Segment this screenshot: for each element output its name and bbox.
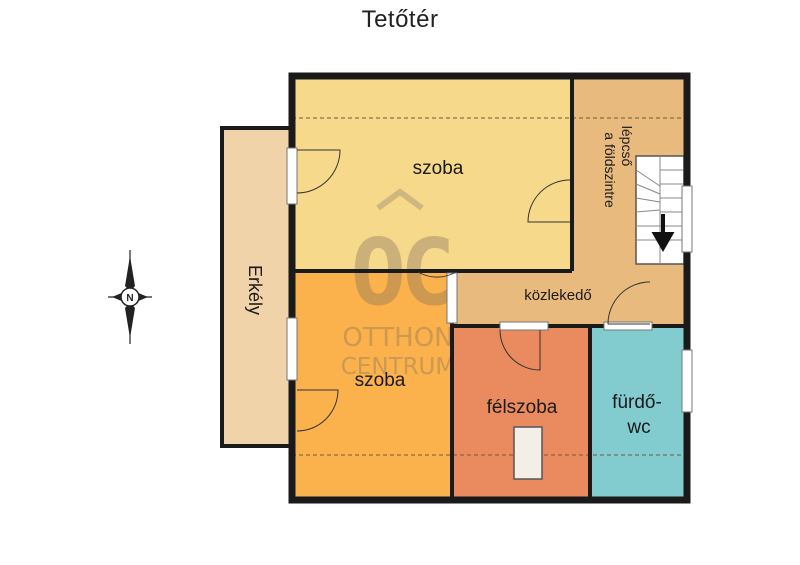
label-furdo-2: wc xyxy=(626,417,650,438)
label-stairs-1: lépcső xyxy=(619,126,635,167)
room-furdo xyxy=(590,326,687,499)
staircase xyxy=(635,155,685,265)
skylight xyxy=(513,426,543,480)
label-szoba-top: szoba xyxy=(413,158,464,179)
label-stairs-2: a földszintre xyxy=(602,132,618,208)
label-corridor: közlekedő xyxy=(524,287,592,304)
outer-walls xyxy=(288,72,691,504)
down-arrow-icon xyxy=(651,214,675,253)
label-furdo-1: fürdő- xyxy=(612,392,662,413)
watermark-line2: CENTRUM xyxy=(341,354,456,380)
room-szoba-bottom xyxy=(292,271,452,499)
room-corridor-lower xyxy=(452,271,572,326)
plan-title: Tetőtér xyxy=(361,6,439,33)
balcony xyxy=(220,126,294,448)
label-szoba-bottom: szoba xyxy=(355,370,406,391)
door-swings xyxy=(296,149,651,432)
watermark-logo: OC OTTHON CENTRUM xyxy=(341,188,456,380)
compass-icon xyxy=(120,287,140,307)
label-erkely: Erkély xyxy=(245,265,265,315)
compass-north-label: N xyxy=(126,293,133,304)
watermark-line1: OTTHON xyxy=(342,323,453,353)
room-szoba-top xyxy=(292,78,572,271)
windows xyxy=(286,147,693,413)
label-felszoba: félszoba xyxy=(487,397,558,418)
compass: N xyxy=(108,250,152,344)
